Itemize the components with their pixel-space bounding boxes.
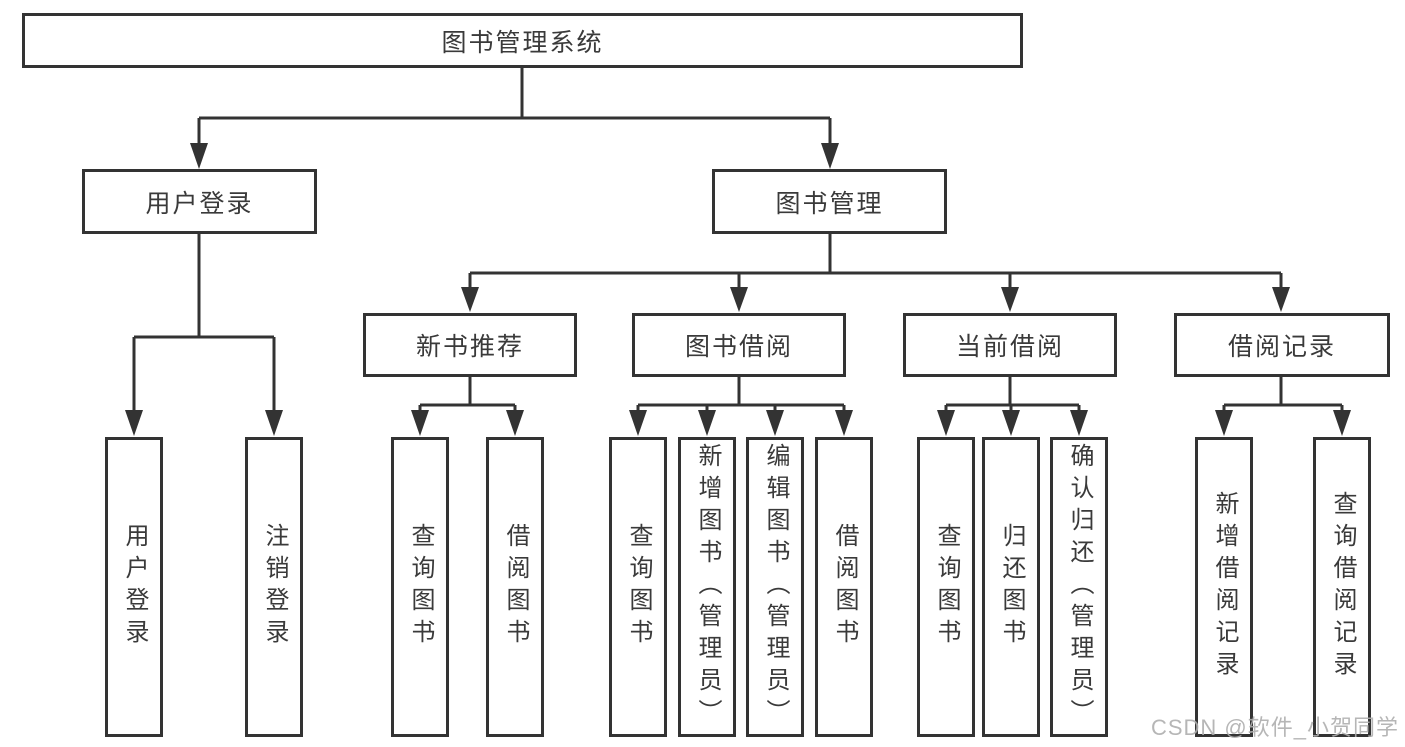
node-label: 当前借阅 xyxy=(955,333,1064,361)
node-label: 新书推荐 xyxy=(415,333,524,361)
leaf-newbook-borrow-books: 借阅图书 xyxy=(486,437,544,737)
connector-current-children xyxy=(937,377,1088,436)
leaf-label: 借阅图书 xyxy=(502,523,529,651)
leaf-label: 用户登录 xyxy=(121,523,148,651)
leaf-label: 注销登录 xyxy=(261,523,288,651)
leaf-label: 新增图书（管理员） xyxy=(694,443,721,731)
leaf-label: 编辑图书（管理员） xyxy=(762,443,789,731)
leaf-borrowing-borrow-books: 借阅图书 xyxy=(815,437,873,737)
connector-borrowing-children xyxy=(629,377,853,436)
leaf-current-query-books: 查询图书 xyxy=(917,437,975,737)
node-borrowing-records: 借阅记录 xyxy=(1174,313,1390,377)
leaf-label: 查询图书 xyxy=(933,523,960,651)
connector-new-book-children xyxy=(411,377,524,436)
leaf-label: 确认归还（管理员） xyxy=(1066,443,1093,731)
watermark-text: CSDN @软件_小贺同学 xyxy=(1150,715,1399,740)
leaf-label: 新增借阅记录 xyxy=(1211,491,1238,683)
leaf-records-query-borrow-record: 查询借阅记录 xyxy=(1313,437,1371,737)
connector-user-login-children xyxy=(125,234,283,436)
node-label: 图书管理系统 xyxy=(441,28,604,57)
leaf-label: 查询借阅记录 xyxy=(1329,491,1356,683)
node-label: 借阅记录 xyxy=(1227,333,1336,361)
leaf-label: 归还图书 xyxy=(998,523,1025,651)
leaf-label: 查询图书 xyxy=(625,523,652,651)
leaf-borrowing-edit-books-admin: 编辑图书（管理员） xyxy=(746,437,804,737)
leaf-borrowing-query-books: 查询图书 xyxy=(609,437,667,737)
leaf-borrowing-add-books-admin: 新增图书（管理员） xyxy=(678,437,736,737)
leaf-current-confirm-return-admin: 确认归还（管理员） xyxy=(1050,437,1108,737)
node-book-borrowing: 图书借阅 xyxy=(632,313,846,377)
connector-book-management-children xyxy=(461,234,1290,312)
node-library-system: 图书管理系统 xyxy=(22,13,1023,68)
leaf-label: 借阅图书 xyxy=(831,523,858,651)
node-new-book-recommendation: 新书推荐 xyxy=(363,313,577,377)
node-current-borrowing: 当前借阅 xyxy=(903,313,1117,377)
leaf-user-login: 用户登录 xyxy=(105,437,163,737)
leaf-newbook-query-books: 查询图书 xyxy=(391,437,449,737)
node-book-management: 图书管理 xyxy=(712,169,947,234)
leaf-current-return-books: 归还图书 xyxy=(982,437,1040,737)
node-label: 图书管理 xyxy=(775,189,884,218)
leaf-label: 查询图书 xyxy=(407,523,434,651)
leaf-records-add-borrow-record: 新增借阅记录 xyxy=(1195,437,1253,737)
node-user-login: 用户登录 xyxy=(82,169,317,234)
connector-records-children xyxy=(1215,377,1351,436)
leaf-logout: 注销登录 xyxy=(245,437,303,737)
node-label: 用户登录 xyxy=(145,189,254,218)
node-label: 图书借阅 xyxy=(684,333,793,361)
connector-root-to-level2 xyxy=(190,68,839,169)
